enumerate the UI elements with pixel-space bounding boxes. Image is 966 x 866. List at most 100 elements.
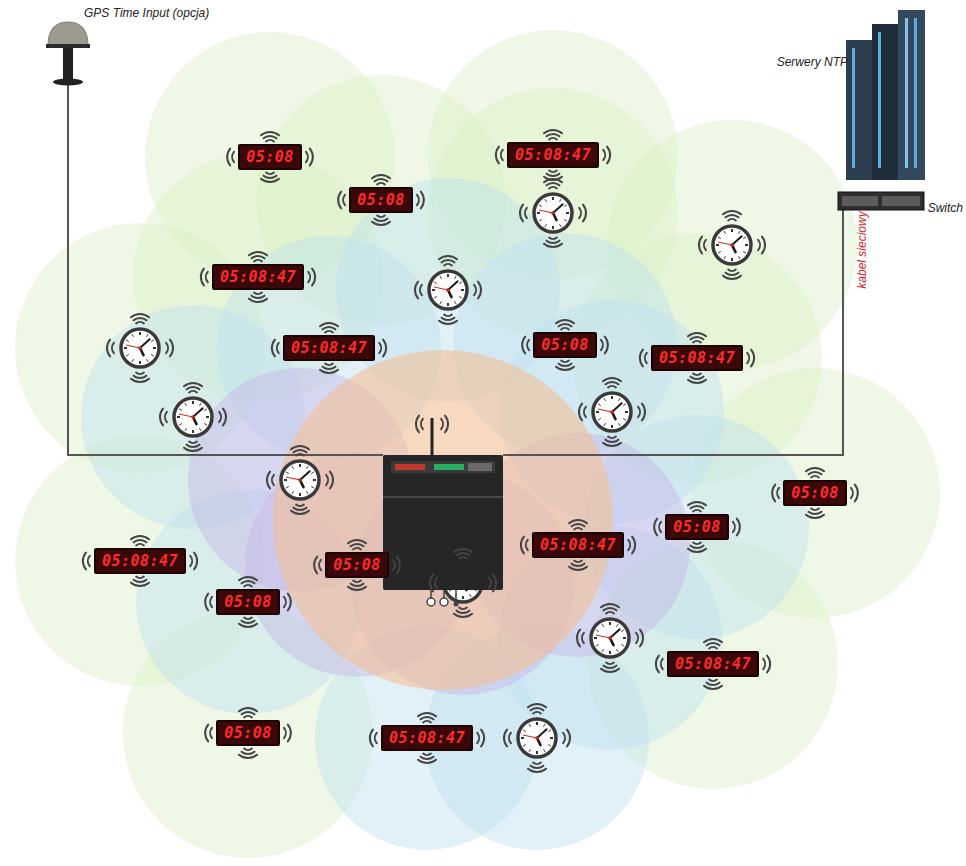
clock-face (281, 461, 319, 499)
wifi-arc (272, 340, 275, 357)
wifi-arc (522, 337, 525, 354)
wifi-arc (288, 594, 291, 611)
switch-ports (842, 196, 878, 206)
wifi-arc (107, 340, 110, 357)
wifi-arc (189, 442, 197, 443)
digital-clock: 05:08:47 (667, 651, 759, 677)
wifi-arc (397, 557, 400, 574)
cable-label: kabel sieciowy (855, 211, 869, 288)
wifi-waves (272, 323, 386, 373)
clock-tick (286, 472, 289, 474)
wifi-arc (723, 276, 741, 279)
clock-tick (564, 220, 567, 222)
analog-clock (591, 619, 629, 657)
wifi-arc (372, 175, 390, 178)
wifi-arc (579, 404, 582, 421)
wifi-arc (330, 472, 333, 489)
clock-tick (544, 724, 546, 727)
analog-clock (429, 271, 467, 309)
wifi-arc (353, 581, 361, 582)
wifi-arc (445, 416, 448, 433)
clock-tick (604, 398, 606, 401)
wifi-arc (501, 150, 503, 160)
clock-tick (552, 197, 554, 200)
wifi-waves (654, 502, 740, 552)
clock-hand (732, 236, 742, 245)
wifi-arc (603, 378, 621, 381)
wifi-arc (239, 708, 257, 711)
wifi-arc (709, 680, 717, 681)
analog-clock (534, 194, 572, 232)
device-cable (430, 590, 432, 598)
digital-clock: 05:08:47 (381, 725, 473, 751)
clock-tick (299, 464, 301, 467)
clock-tick (604, 423, 606, 426)
wifi-arc (325, 331, 333, 332)
wifi-arc (254, 293, 262, 294)
clock-tick (200, 403, 202, 406)
wifi-arc (266, 173, 274, 174)
clock-tick (598, 419, 601, 421)
clock-tick (292, 466, 294, 469)
clock-hand (612, 403, 622, 412)
wifi-arc (640, 630, 643, 647)
clock-face (174, 398, 212, 436)
digital-clock: 05:08 (216, 589, 280, 615)
wifi-waves (83, 130, 858, 772)
clock-pin (191, 415, 195, 419)
wifi-arc (478, 282, 481, 299)
wifi-arc (338, 192, 341, 209)
server-light (914, 18, 917, 168)
clock-tick (537, 212, 540, 214)
ntp-servers (846, 10, 925, 180)
clock-tick (192, 401, 194, 404)
wifi-arc (165, 412, 167, 422)
device-display (395, 464, 425, 470)
wifi-arc (559, 364, 572, 366)
wifi-arc (628, 540, 630, 550)
wifi-arc (574, 528, 582, 529)
wifi-arc (577, 630, 580, 647)
wifi-arc (319, 560, 321, 570)
server-light (905, 18, 908, 168)
clock-digits: 05:08 (224, 593, 272, 611)
wifi-arc (205, 725, 208, 742)
device-cable (443, 590, 445, 598)
wifi-arc (421, 757, 434, 759)
wifi-arc (312, 269, 315, 286)
wifi-arc (640, 350, 643, 367)
wifi-arc (601, 604, 619, 607)
device-connector (440, 598, 448, 606)
wifi-arc (136, 577, 144, 578)
clock-tick (545, 199, 547, 202)
wifi-arc (549, 171, 557, 172)
wifi-arc (291, 511, 309, 514)
wifi-arc (811, 509, 819, 510)
switch-body (838, 192, 924, 210)
wifi-arc (420, 285, 422, 295)
wifi-arc (762, 237, 765, 254)
wifi-arc (134, 540, 147, 542)
clock-tick (204, 424, 207, 426)
wifi-arc (166, 343, 168, 353)
wires (68, 82, 843, 455)
wifi-arc (423, 754, 431, 755)
wifi-arc (442, 260, 455, 262)
clock-tick (611, 396, 613, 399)
wifi-arc (855, 485, 858, 502)
analog-clock (174, 398, 212, 436)
wifi-arc (353, 548, 361, 549)
clock-pin (551, 211, 555, 215)
wifi-waves (772, 468, 858, 518)
clock-tick (455, 301, 457, 304)
clock-tick (177, 416, 180, 418)
wifi-arc (184, 383, 202, 386)
wifi-waves (416, 416, 448, 433)
analog-clocks (121, 194, 751, 757)
digital-clock: 05:08 (349, 187, 413, 213)
digital-clock: 05:08 (216, 720, 280, 746)
wifi-arc (733, 522, 735, 532)
server-light (852, 48, 855, 168)
clock-tick (447, 303, 449, 306)
wifi-arc (584, 407, 586, 417)
